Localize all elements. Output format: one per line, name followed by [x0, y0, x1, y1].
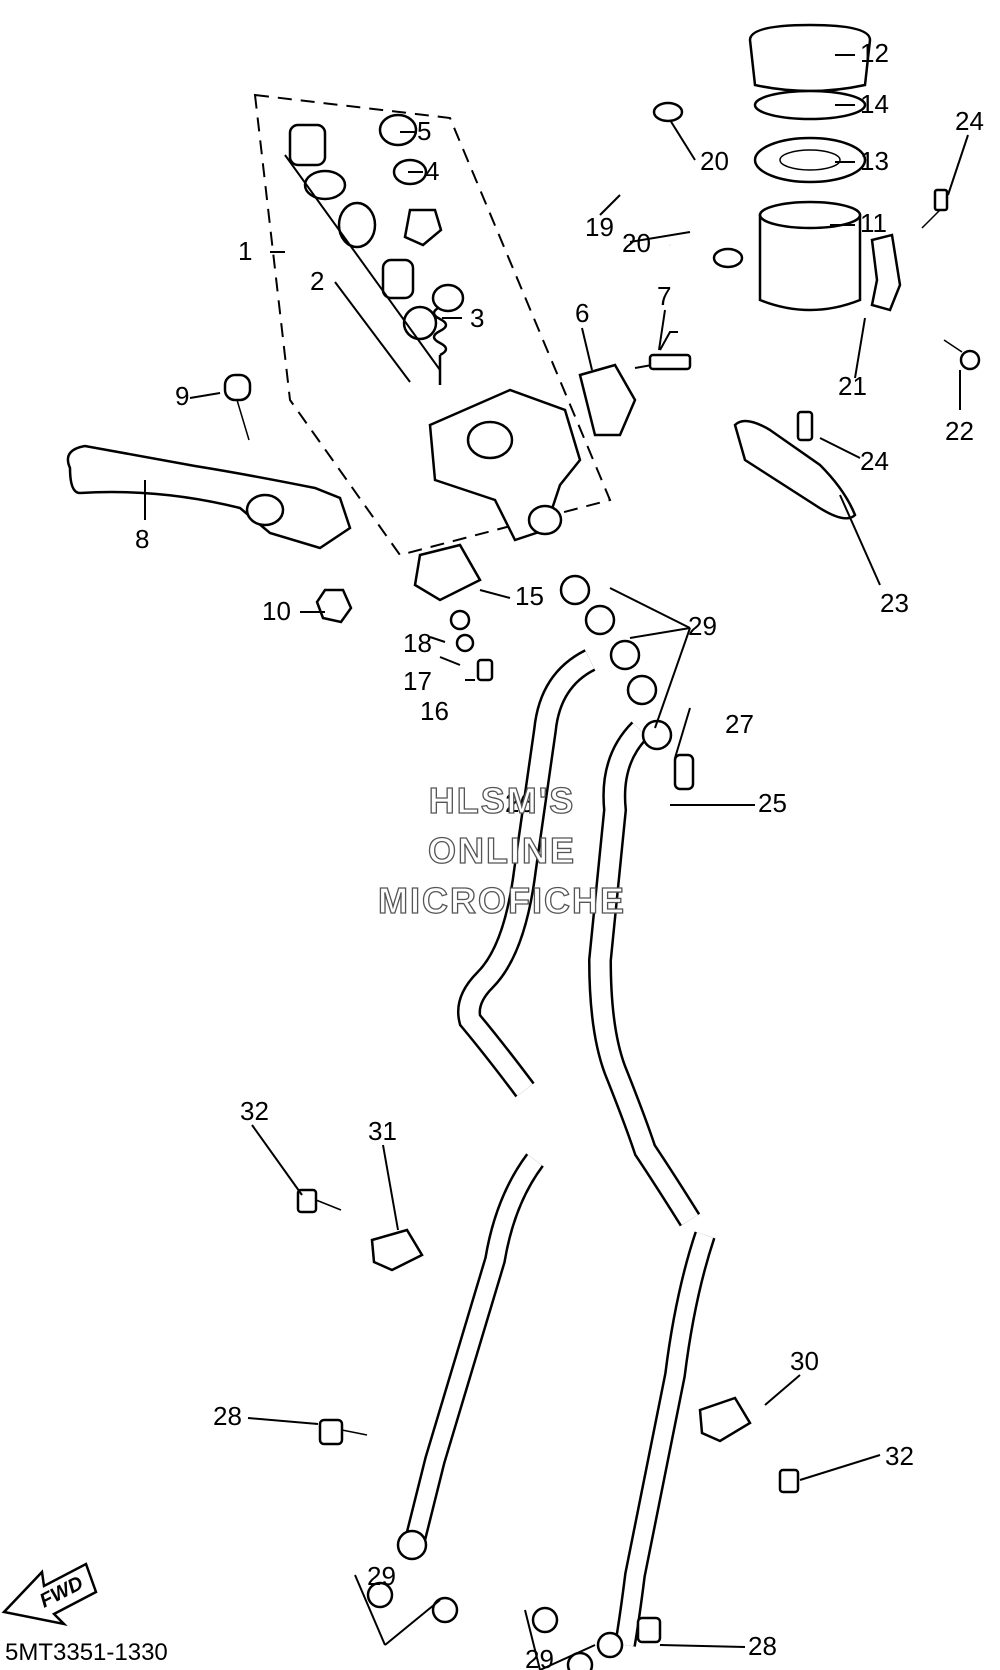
watermark: HLSM'S ONLINE MICROFICHE — [377, 779, 626, 921]
brake-lever — [66, 373, 353, 624]
reservoir-hose — [627, 101, 744, 269]
callout-3: 3 — [470, 303, 484, 333]
callout-23: 23 — [880, 588, 909, 618]
callout-10: 10 — [262, 596, 291, 626]
master-cylinder-body — [428, 331, 692, 542]
callout-27: 27 — [725, 709, 754, 739]
callout-20b: 20 — [622, 228, 651, 258]
callout-24a: 24 — [955, 106, 984, 136]
callout-30: 30 — [790, 1346, 819, 1376]
callout-12: 12 — [860, 38, 889, 68]
reservoir-assembly — [733, 23, 981, 520]
callout-19: 19 — [585, 212, 614, 242]
watermark-line-3: MICROFICHE — [378, 880, 626, 921]
callout-24b: 24 — [860, 446, 889, 476]
callout-28b: 28 — [748, 1631, 777, 1661]
callout-5: 5 — [417, 116, 431, 146]
brake-hoses-upper — [457, 574, 701, 1227]
callout-31: 31 — [368, 1116, 397, 1146]
callout-17: 17 — [403, 666, 432, 696]
callout-6: 6 — [575, 298, 589, 328]
callout-20a: 20 — [700, 146, 729, 176]
callout-28a: 28 — [213, 1401, 242, 1431]
watermark-line-2: ONLINE — [428, 830, 576, 871]
callout-18: 18 — [403, 628, 432, 658]
callout-13: 13 — [860, 146, 889, 176]
callout-25: 25 — [758, 788, 787, 818]
assembly-outline — [253, 93, 612, 557]
callout-2: 2 — [310, 266, 324, 296]
callout-32a: 32 — [240, 1096, 269, 1126]
callout-29a: 29 — [688, 611, 717, 641]
fwd-arrow-icon: FWD — [1, 1562, 98, 1627]
callout-26: 26 — [505, 788, 534, 818]
callout-16: 16 — [420, 696, 449, 726]
watermark-line-1: HLSM'S — [429, 780, 576, 821]
callout-29c: 29 — [525, 1644, 554, 1670]
brake-switch — [413, 543, 494, 682]
callout-32b: 32 — [885, 1441, 914, 1471]
callout-8: 8 — [135, 524, 149, 554]
callout-22: 22 — [945, 416, 974, 446]
callout-15: 15 — [515, 581, 544, 611]
callout-11: 11 — [860, 208, 887, 238]
callout-4: 4 — [425, 156, 439, 186]
drawing-code: 5MT3351-1330 — [5, 1639, 168, 1666]
brake-hoses-lower — [366, 1153, 716, 1670]
callout-7: 7 — [657, 281, 671, 311]
leader-lines — [144, 54, 969, 1670]
callout-1: 1 — [238, 236, 252, 266]
callout-21: 21 — [838, 371, 867, 401]
callout-9: 9 — [175, 381, 189, 411]
callout-29b: 29 — [367, 1561, 396, 1591]
hose-clamps — [296, 1188, 800, 1644]
callout-14: 14 — [860, 89, 889, 119]
callout-labels: 1 2 3 4 5 6 7 8 9 10 11 12 13 14 15 16 1… — [135, 38, 984, 1670]
